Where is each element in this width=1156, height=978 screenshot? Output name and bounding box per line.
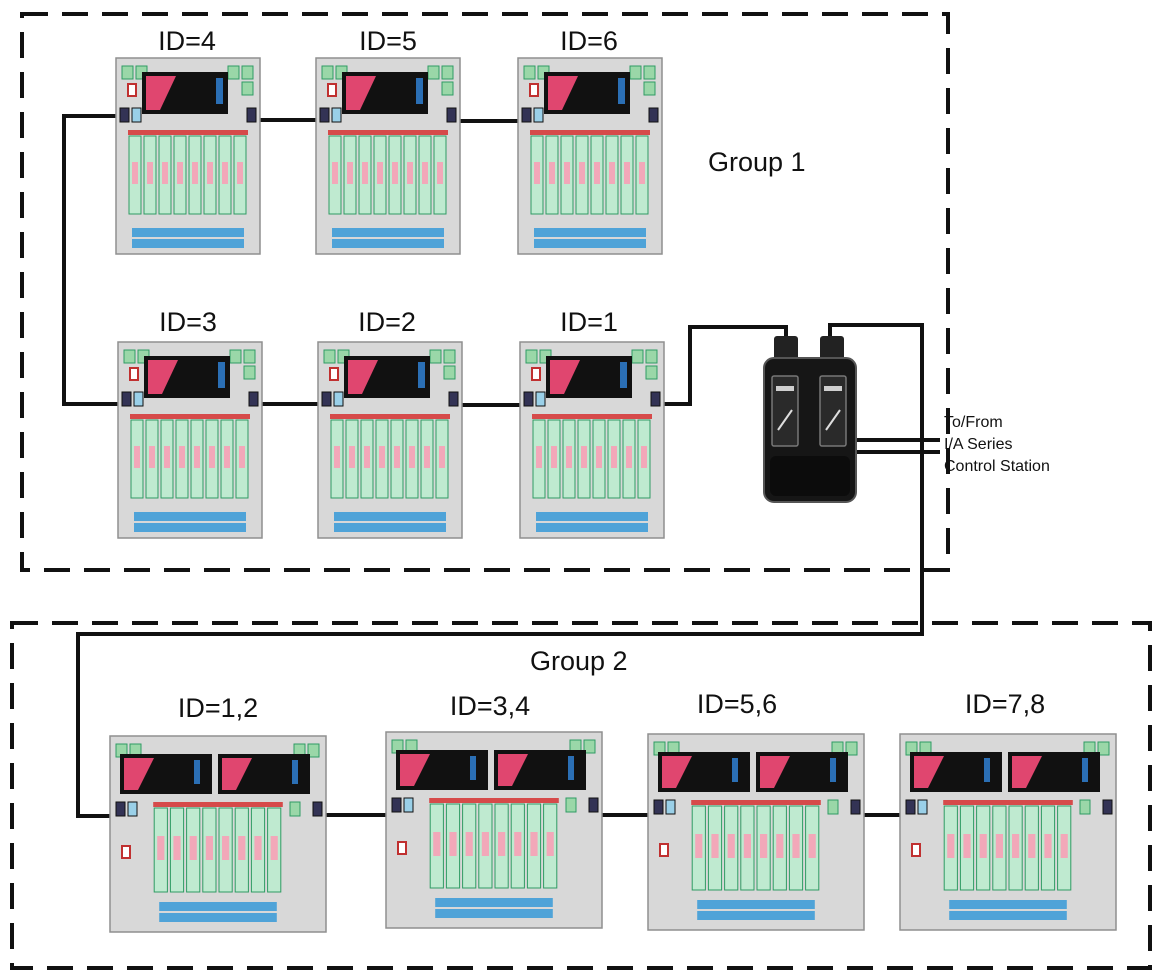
group1-label: Group 1 bbox=[708, 147, 806, 177]
module-id-label: ID=4 bbox=[158, 26, 216, 56]
group1-boundary bbox=[20, 12, 950, 572]
module-id-label: ID=5 bbox=[359, 26, 417, 56]
termination-assembly-icon bbox=[109, 735, 327, 933]
station-label-line: I/A Series bbox=[944, 436, 1012, 453]
group2-boundary bbox=[10, 621, 1152, 970]
group2-id-labels: ID=1,2 ID=3,4 ID=5,6 ID=7,8 bbox=[178, 689, 1045, 723]
termination-assembly-icon bbox=[899, 733, 1117, 931]
fieldbus-splitter-icon bbox=[763, 336, 857, 503]
termination-assembly-icon bbox=[385, 731, 603, 929]
cable-id4-to-id3-loop bbox=[62, 114, 118, 406]
cable-splitter-to-group2 bbox=[76, 323, 924, 818]
module-id-label: ID=3 bbox=[159, 307, 217, 337]
module-id-label: ID=2 bbox=[358, 307, 416, 337]
termination-assembly-icon bbox=[519, 341, 665, 539]
group2-label: Group 2 bbox=[530, 646, 628, 676]
station-label-line: To/From bbox=[944, 414, 1003, 431]
termination-assembly-icon bbox=[517, 57, 663, 255]
group1-modules bbox=[115, 57, 665, 539]
module-id-label: ID=1,2 bbox=[178, 693, 258, 723]
termination-assembly-icon bbox=[117, 341, 263, 539]
termination-assembly-icon bbox=[647, 733, 865, 931]
termination-assembly-icon bbox=[317, 341, 463, 539]
control-station-label: To/From I/A Series Control Station bbox=[944, 414, 1050, 475]
cable-id1-to-splitter bbox=[664, 325, 788, 406]
station-label-line: Control Station bbox=[944, 458, 1050, 475]
group2-modules bbox=[109, 731, 1117, 933]
termination-assembly-icon bbox=[115, 57, 261, 255]
module-id-label: ID=6 bbox=[560, 26, 618, 56]
group1-id-labels: ID=4 ID=5 ID=6 ID=3 ID=2 ID=1 bbox=[158, 26, 618, 337]
termination-assembly-icon bbox=[315, 57, 461, 255]
module-id-label: ID=3,4 bbox=[450, 691, 530, 721]
module-id-label: ID=1 bbox=[560, 307, 618, 337]
module-id-label: ID=5,6 bbox=[697, 689, 777, 719]
module-id-label: ID=7,8 bbox=[965, 689, 1045, 719]
